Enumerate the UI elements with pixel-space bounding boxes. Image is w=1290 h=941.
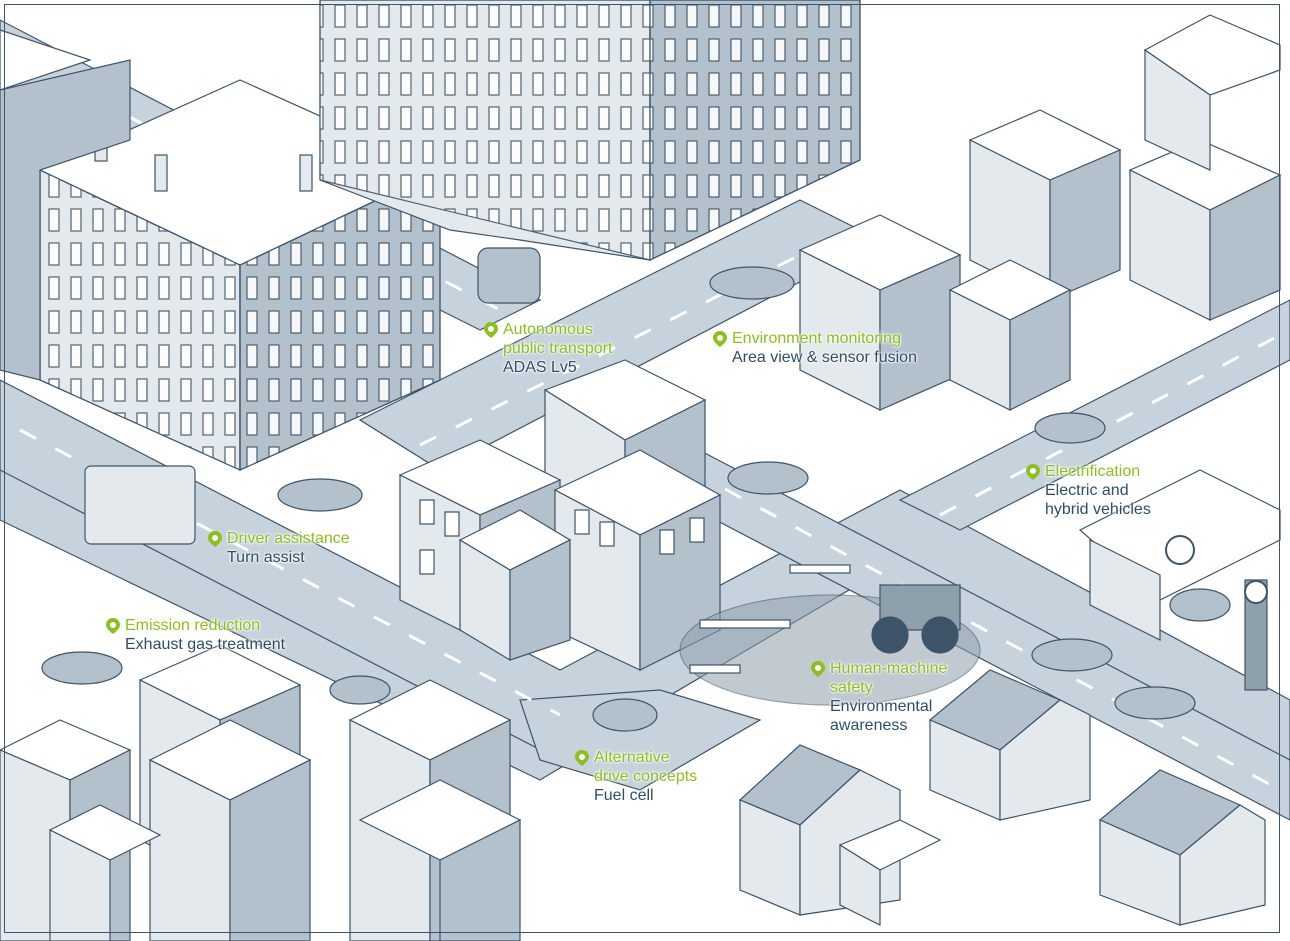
- callout-title-line: Autonomous: [503, 321, 593, 338]
- building-south-center: [348, 679, 522, 941]
- building-apartment-west: [38, 79, 442, 471]
- callout-alternative-drive: Alternative drive concepts Fuel cell: [575, 748, 697, 805]
- location-pin-icon: [575, 750, 589, 766]
- callout-subtitle-line: Exhaust gas treatment: [125, 636, 286, 653]
- callout-title-line: Driver assistance: [227, 530, 350, 547]
- callout-autonomous-transport: Autonomous public transport ADAS Lv5: [484, 320, 612, 377]
- building-northeast: [798, 14, 1282, 411]
- callout-subtitle-line: hybrid vehicles: [1045, 501, 1151, 518]
- callout-environment-monitoring: Environment monitoring Area view & senso…: [713, 329, 917, 367]
- callout-subtitle-line: Fuel cell: [594, 787, 654, 804]
- callout-title-line: Alternative: [594, 749, 670, 766]
- callout-subtitle-line: Environmental: [830, 698, 933, 715]
- callout-emission-reduction: Emission reduction Exhaust gas treatment: [106, 616, 285, 654]
- callout-title-line: safety: [830, 679, 873, 696]
- location-pin-icon: [484, 322, 498, 338]
- callout-subtitle-line: ADAS Lv5: [503, 359, 577, 376]
- callout-title-line: public transport: [503, 340, 613, 357]
- callout-title-line: drive concepts: [594, 768, 698, 785]
- callout-human-machine-safety: Human-machine safety Environmental aware…: [811, 659, 947, 735]
- road-north-east: [898, 299, 1290, 531]
- houses-southeast: [738, 669, 1266, 926]
- callout-title-line: Human-machine: [830, 660, 948, 677]
- callout-title-line: Electrification: [1045, 463, 1141, 480]
- location-pin-icon: [1026, 464, 1040, 480]
- callout-subtitle-line: Area view & sensor fusion: [732, 349, 917, 366]
- gas-station: [1078, 469, 1281, 691]
- building-apartment-north: [319, 0, 861, 261]
- callout-driver-assistance: Driver assistance Turn assist: [208, 529, 350, 567]
- vehicles: [41, 247, 1231, 732]
- callout-subtitle-line: Electric and: [1045, 482, 1129, 499]
- location-pin-icon: [208, 531, 222, 547]
- building-southwest: [0, 644, 312, 941]
- location-pin-icon: [713, 331, 727, 347]
- road-curve: [519, 689, 762, 791]
- callout-subtitle-line: awareness: [830, 717, 908, 734]
- building-west-edge: [0, 29, 131, 381]
- construction-zone: [679, 564, 981, 706]
- callout-title-line: Emission reduction: [125, 617, 261, 634]
- callout-title-line: Environment monitoring: [732, 330, 901, 347]
- callout-electrification: Electrification Electric and hybrid vehi…: [1026, 462, 1151, 519]
- location-pin-icon: [811, 661, 825, 677]
- location-pin-icon: [106, 618, 120, 634]
- callout-subtitle-line: Turn assist: [227, 549, 305, 566]
